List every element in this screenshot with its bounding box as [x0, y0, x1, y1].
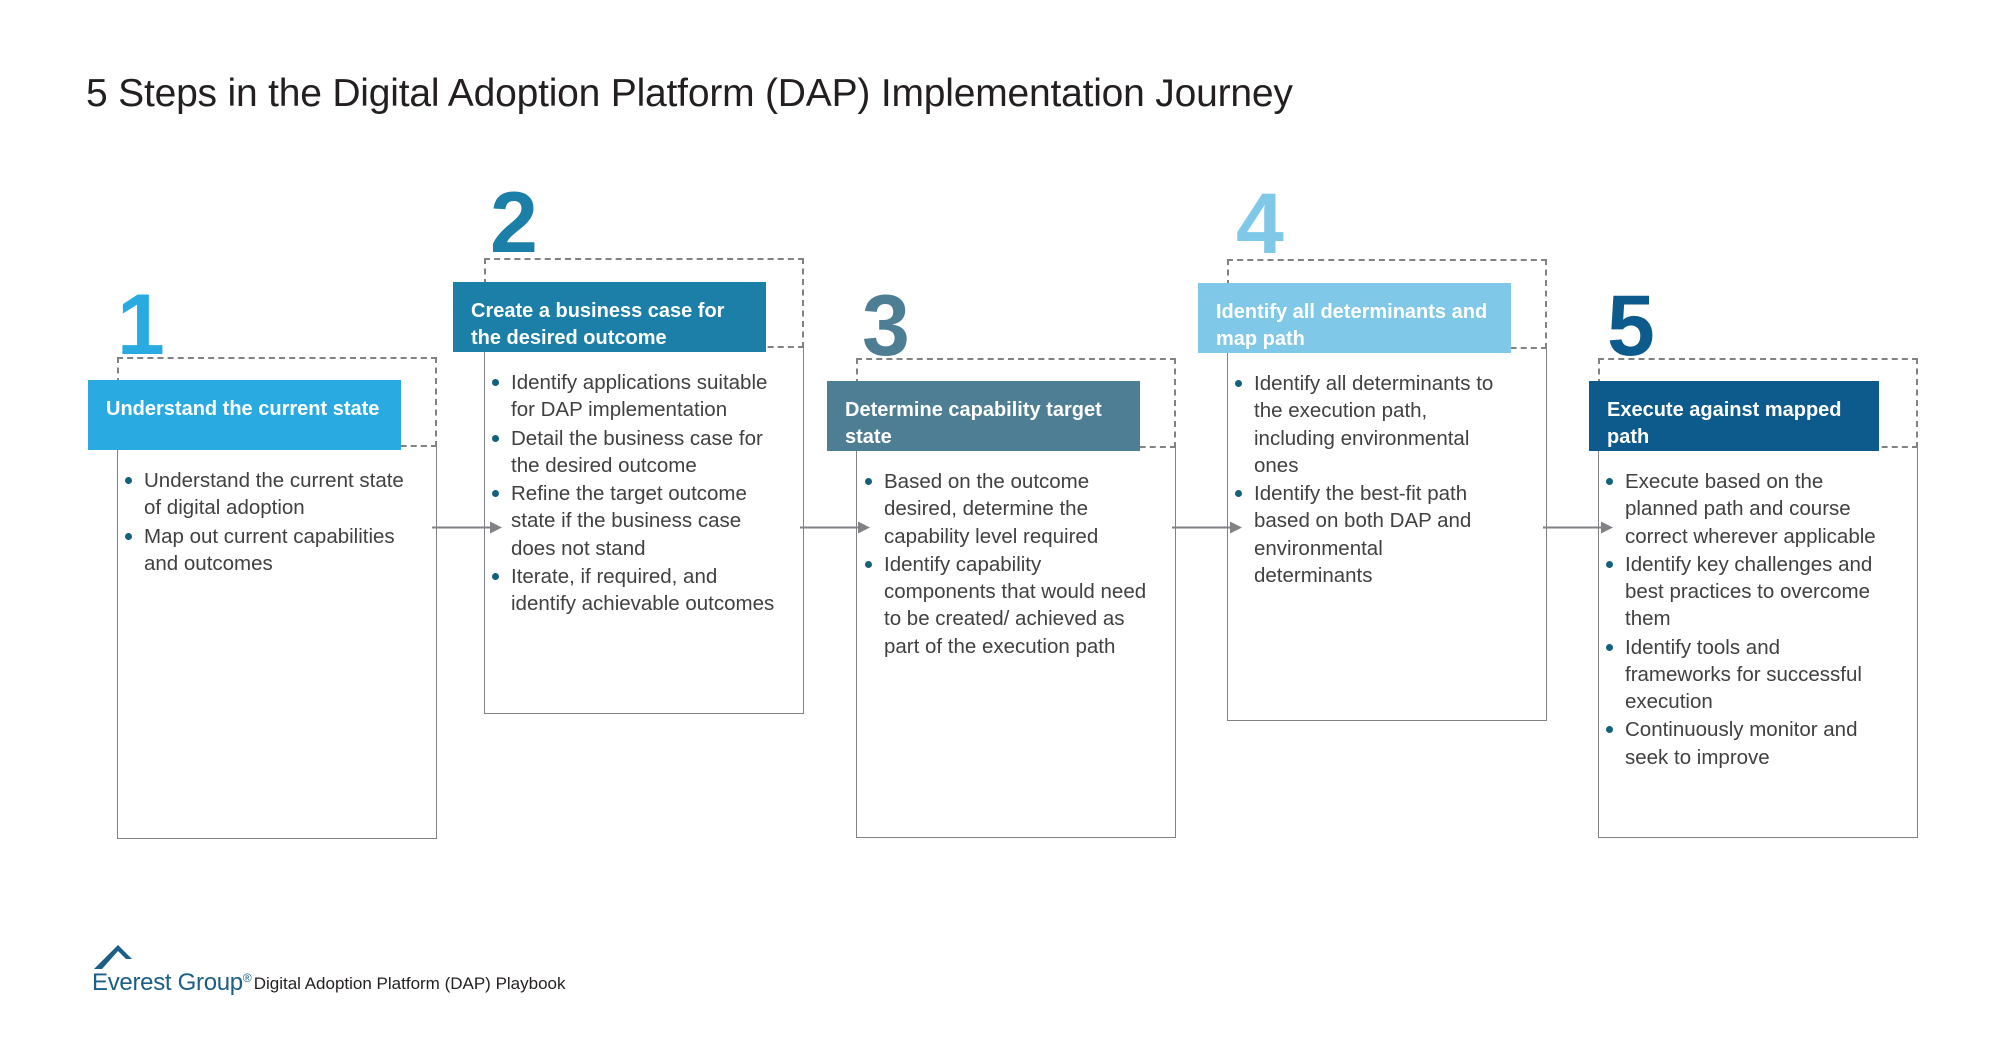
list-item: Identify tools and frameworks for succes…: [1603, 634, 1883, 716]
footer-caption: Digital Adoption Platform (DAP) Playbook: [253, 974, 566, 993]
step-number-2: 2: [490, 175, 538, 271]
step-1-header: Understand the current state: [88, 380, 401, 450]
connector-1-to-2: [432, 521, 502, 534]
list-item: Detail the business case for the desired…: [489, 425, 779, 480]
list-item: Map out current capabilities and outcome…: [122, 523, 422, 578]
everest-peak-icon: [94, 945, 132, 969]
step-2-header: Create a business case for the desired o…: [453, 282, 766, 352]
step-number-3: 3: [862, 278, 910, 374]
footer: Everest Group ® Digital Adoption Platfor…: [92, 941, 566, 995]
step-4-body-frame: [1227, 349, 1547, 721]
connector-3-to-4: [1172, 521, 1242, 534]
footer-logo-text: Everest Group: [92, 969, 243, 996]
step-5-header: Execute against mapped path: [1589, 381, 1879, 451]
list-item: Identify capability components that woul…: [862, 551, 1147, 660]
step-number-4: 4: [1236, 176, 1284, 272]
list-item: Continuously monitor and seek to improve: [1603, 716, 1883, 771]
list-item: Iterate, if required, and identify achie…: [489, 563, 779, 618]
page-title: 5 Steps in the Digital Adoption Platform…: [86, 72, 1293, 115]
step-5-body-frame: [1598, 448, 1918, 838]
list-item: Based on the outcome desired, determine …: [862, 468, 1147, 550]
connector-2-to-3: [800, 521, 870, 534]
step-1-bullet-list: Understand the current state of digital …: [122, 467, 422, 578]
list-item: Identify applications suitable for DAP i…: [489, 369, 779, 424]
list-item: Execute based on the planned path and co…: [1603, 468, 1883, 550]
list-item: Identify key challenges and best practic…: [1603, 551, 1883, 633]
step-3-header: Determine capability target state: [827, 381, 1140, 451]
step-number-1: 1: [117, 277, 165, 373]
step-2-body-frame: [484, 348, 804, 714]
everest-group-logo: Everest Group ®: [92, 941, 252, 995]
step-2-bullet-list: Identify applications suitable for DAP i…: [489, 369, 779, 618]
step-number-5: 5: [1607, 278, 1655, 374]
step-4-bullet-list: Identify all determinants to the executi…: [1232, 370, 1497, 590]
list-item: Understand the current state of digital …: [122, 467, 422, 522]
step-5-bullet-list: Execute based on the planned path and co…: [1603, 468, 1883, 772]
registered-mark-icon: ®: [242, 971, 252, 985]
step-4-header: Identify all determinants and map path: [1198, 283, 1511, 353]
connector-4-to-5: [1543, 521, 1613, 534]
list-item: Identify the best-fit path based on both…: [1232, 480, 1497, 589]
step-1-body-frame: [117, 447, 437, 839]
step-3-bullet-list: Based on the outcome desired, determine …: [862, 468, 1147, 661]
step-3-body-frame: [856, 448, 1176, 838]
list-item: Identify all determinants to the executi…: [1232, 370, 1497, 479]
list-item: Refine the target outcome state if the b…: [489, 480, 779, 562]
